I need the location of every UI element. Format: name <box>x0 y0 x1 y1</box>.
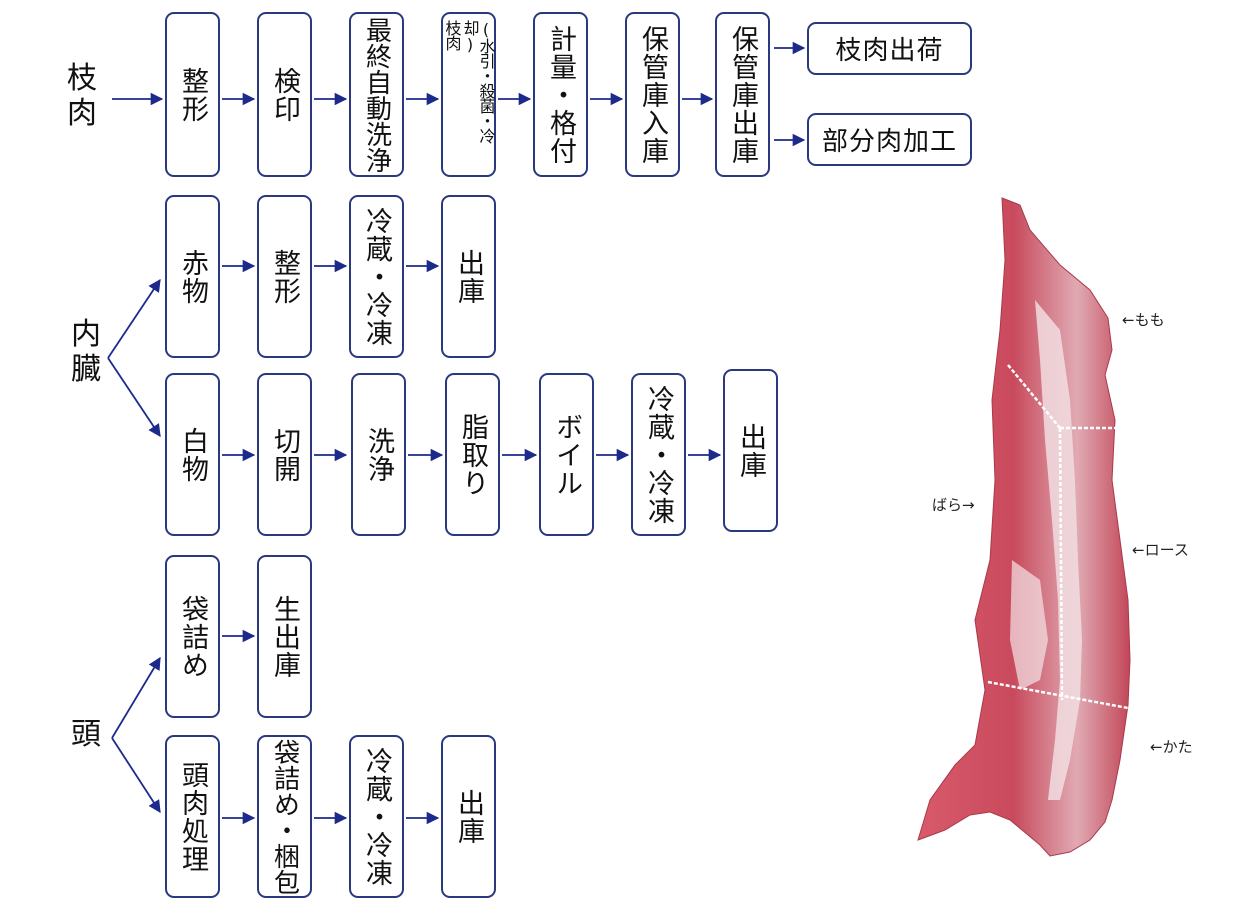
step-white-chill-freeze: 冷蔵・冷凍 <box>631 373 686 536</box>
category-carcass: 枝 肉 <box>62 61 102 131</box>
part-label-momo: ←もも <box>1122 311 1165 329</box>
step-label: 整形 <box>177 66 208 123</box>
step-white-offal: 白物 <box>165 373 220 536</box>
step-boil: ボイル <box>539 373 594 536</box>
step-raw-ship-out: 生出庫 <box>257 555 312 718</box>
step-carcass-trim: 整形 <box>165 12 220 177</box>
step-red-offal-ship-out: 出庫 <box>441 195 496 358</box>
step-carcass-shipping: 枝肉出荷 <box>807 22 972 75</box>
step-carcass-treatment: 枝肉 (水引・殺菌・冷却) <box>441 12 496 177</box>
carcass-shape <box>917 197 1131 857</box>
step-final-auto-wash: 最終自動洗浄 <box>349 12 404 177</box>
step-head-ship-out: 出庫 <box>441 735 496 898</box>
step-bag-pack: 袋詰め・梱包 <box>257 735 312 898</box>
step-inspection-stamp: 検印 <box>257 12 312 177</box>
category-head: 頭 <box>66 717 106 753</box>
step-storage-in: 保管庫入庫 <box>625 12 680 177</box>
step-label: 冷蔵・冷凍 <box>361 206 392 347</box>
step-label: 切開 <box>269 426 300 483</box>
cut-lines <box>987 364 1129 710</box>
category-offal-char-1: 内 <box>71 317 101 352</box>
step-label-main: 枝肉 <box>442 20 462 50</box>
step-remove-fat: 脂取り <box>445 373 500 536</box>
category-carcass-char-1: 枝 <box>67 61 97 96</box>
spine-fat-stripe <box>1035 300 1082 800</box>
step-label: 保管庫出庫 <box>727 24 758 165</box>
step-label: 冷蔵・冷凍 <box>361 746 392 887</box>
step-label: 枝肉出荷 <box>835 36 944 66</box>
step-label-detail: (水引・殺菌・冷却) <box>460 20 496 143</box>
part-label-bara: ばら→ <box>932 496 975 514</box>
category-offal-char-2: 臓 <box>71 351 101 387</box>
step-label: 出庫 <box>735 422 766 479</box>
step-head-chill-freeze: 冷蔵・冷凍 <box>349 735 404 898</box>
step-label: 整形 <box>269 248 300 305</box>
step-red-offal-chill-freeze: 冷蔵・冷凍 <box>349 195 404 358</box>
step-label: 冷蔵・冷凍 <box>643 384 674 525</box>
step-cut-open: 切開 <box>257 373 312 536</box>
step-label: 頭肉処理 <box>177 760 208 873</box>
step-label: ボイル <box>551 412 582 497</box>
arrow-head-branch-bag <box>111 656 161 739</box>
step-weighing-grading: 計量・格付 <box>533 12 588 177</box>
step-label: 部分肉加工 <box>821 127 957 157</box>
arrow-offal-branch-white <box>107 357 161 438</box>
step-label: 袋詰め <box>177 594 208 679</box>
category-head-char: 頭 <box>71 717 101 752</box>
step-label: 検印 <box>269 66 300 123</box>
step-cut-processing: 部分肉加工 <box>807 113 972 166</box>
step-white-ship-out: 出庫 <box>723 369 778 532</box>
step-red-offal-trim: 整形 <box>257 195 312 358</box>
step-label: 白物 <box>177 426 208 483</box>
step-label: 洗浄 <box>363 426 394 483</box>
step-label: 最終自動洗浄 <box>361 16 392 173</box>
step-label: 出庫 <box>453 788 484 845</box>
step-label: 生出庫 <box>269 594 300 679</box>
step-storage-out: 保管庫出庫 <box>715 12 770 177</box>
step-label: 出庫 <box>453 248 484 305</box>
rib-fat-stripe <box>1010 560 1048 690</box>
part-label-loin: ←ロース <box>1132 541 1189 559</box>
step-label: 計量・格付 <box>545 24 576 165</box>
step-label: 赤物 <box>177 248 208 305</box>
step-label: 袋詰め・梱包 <box>269 738 300 895</box>
arrow-offal-branch-red <box>107 278 161 359</box>
step-label: 保管庫入庫 <box>637 24 668 165</box>
arrow-head-branch-meat <box>111 737 161 814</box>
category-offal: 内 臓 <box>66 317 106 387</box>
step-white-wash: 洗浄 <box>351 373 406 536</box>
cut-line-momo-loin <box>1007 364 1061 429</box>
step-head-bagging: 袋詰め <box>165 555 220 718</box>
step-label: 脂取り <box>457 412 488 497</box>
part-label-kata: ←かた <box>1150 738 1193 756</box>
step-head-meat-processing: 頭肉処理 <box>165 735 220 898</box>
cut-line-bara-loin <box>1058 427 1064 701</box>
step-red-offal: 赤物 <box>165 195 220 358</box>
category-carcass-char-2: 肉 <box>67 95 97 131</box>
